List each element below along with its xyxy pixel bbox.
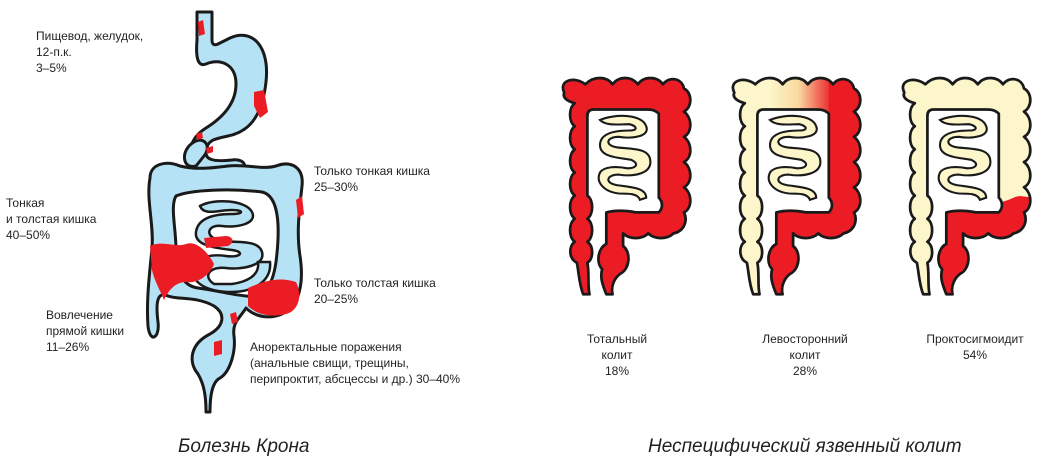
label-anorectal-lesions: Аноректальные поражения (анальные свищи,…	[250, 339, 460, 387]
small-intestine-coil	[939, 116, 991, 200]
lesion-rectum-1	[214, 340, 222, 356]
small-intestine-coil	[599, 116, 651, 200]
caption-crohn-disease: Болезнь Крона	[178, 436, 310, 458]
label-left-sided-colitis: Левосторонний колит 28%	[750, 331, 860, 379]
label-small-intestine-only: Только тонкая кишка 25–30%	[314, 163, 430, 195]
caption-ulcerative-colitis: Неспецифический язвенный колит	[648, 436, 962, 458]
label-total-colitis: Тотальный колит 18%	[572, 331, 662, 379]
label-proctosigmoiditis: Проктосигмоидит 54%	[920, 331, 1030, 363]
colon-diagram-total	[563, 78, 690, 294]
small-intestine-coil	[769, 116, 821, 200]
colon-diagram-procto	[903, 78, 1035, 303]
label-rectum-involvement: Вовлечение прямой кишки 11–26%	[46, 307, 124, 355]
lesion-descending	[248, 280, 299, 316]
colon-diagram-left	[733, 74, 871, 305]
label-esophagus-stomach: Пищевод, желудок, 12-п.к. 3–5%	[36, 28, 143, 76]
inflamed-descending	[829, 74, 871, 305]
label-large-intestine-only: Только толстая кишка 20–25%	[314, 275, 436, 307]
label-small-and-large-intestine: Тонкая и толстая кишка 40–50%	[6, 195, 96, 243]
